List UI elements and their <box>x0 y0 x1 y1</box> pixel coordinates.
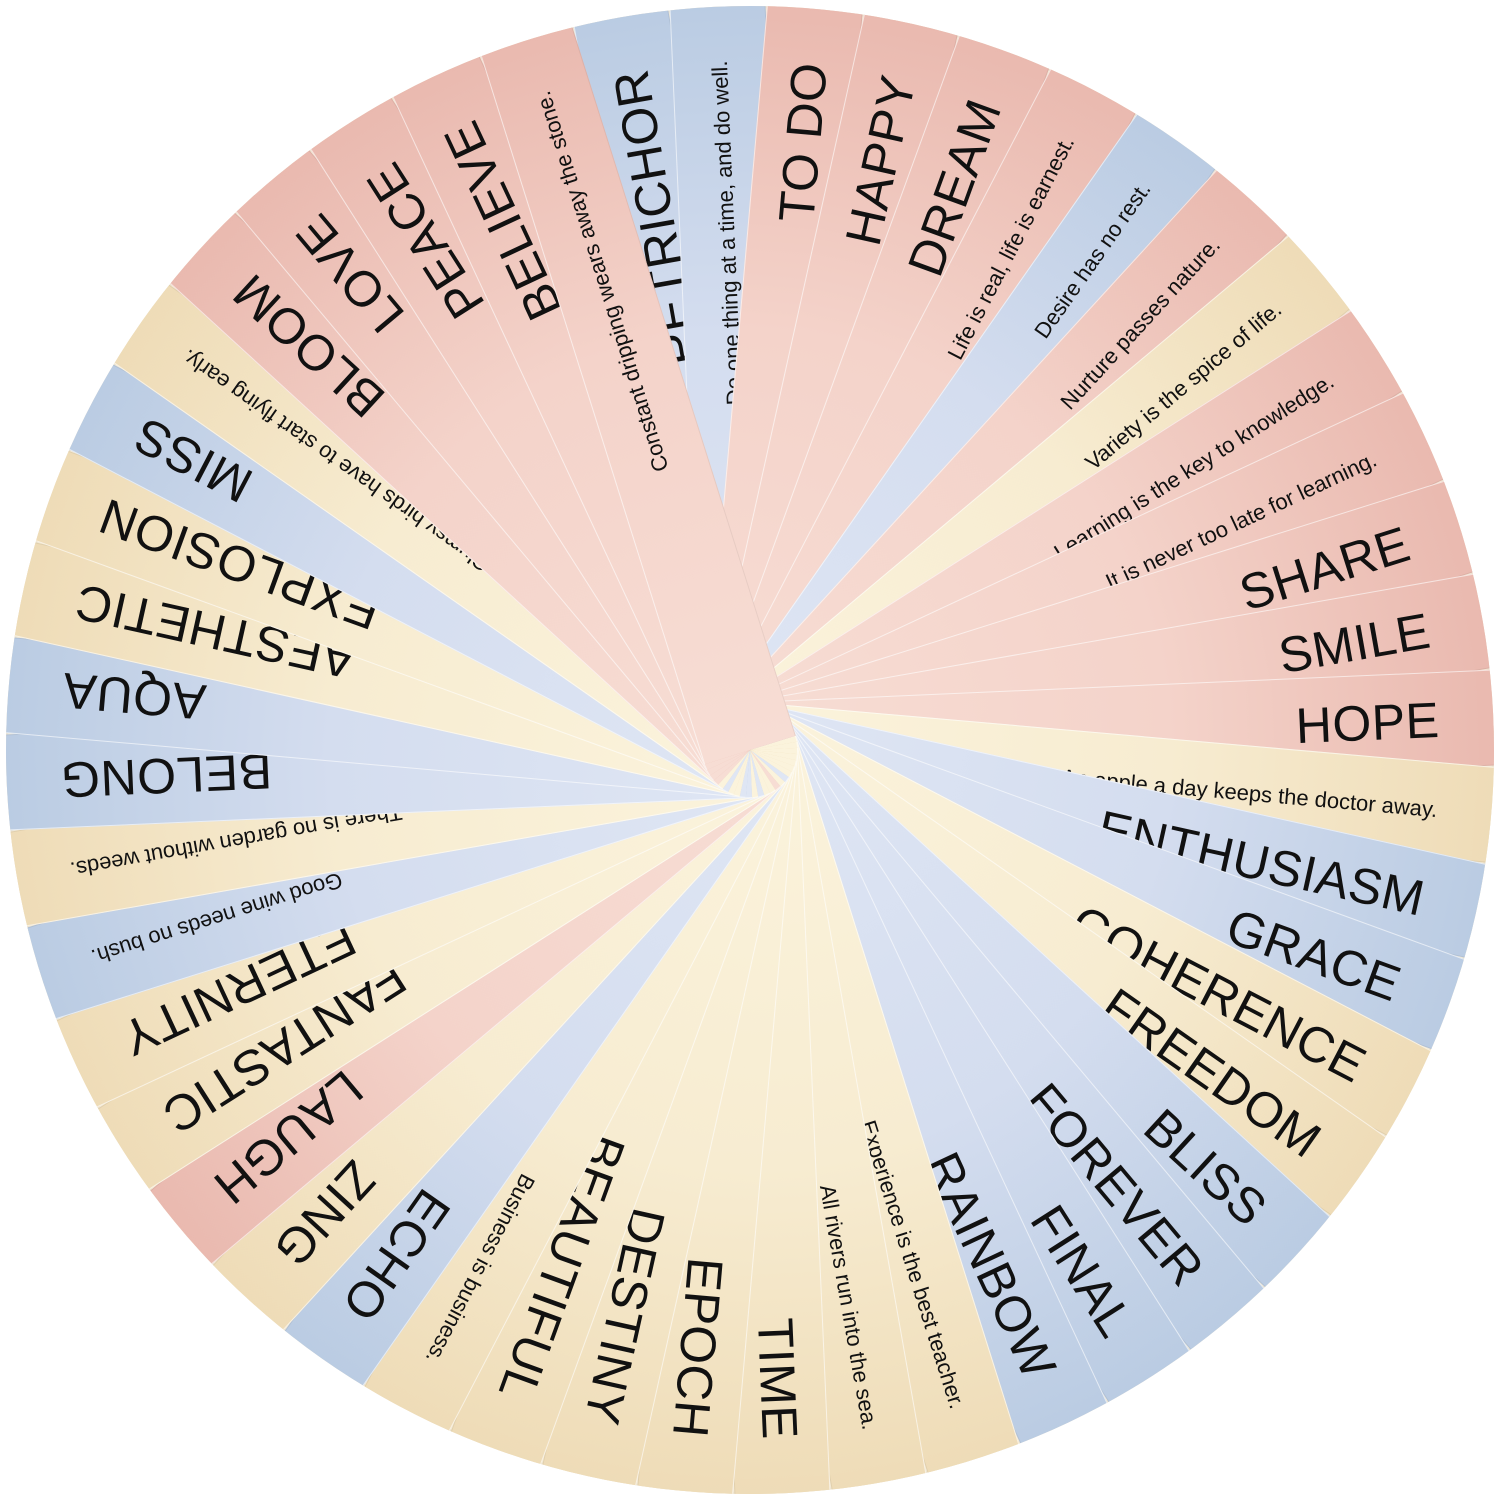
strip-label: TIME <box>746 1316 809 1441</box>
strip-label: HOPE <box>1294 691 1441 755</box>
